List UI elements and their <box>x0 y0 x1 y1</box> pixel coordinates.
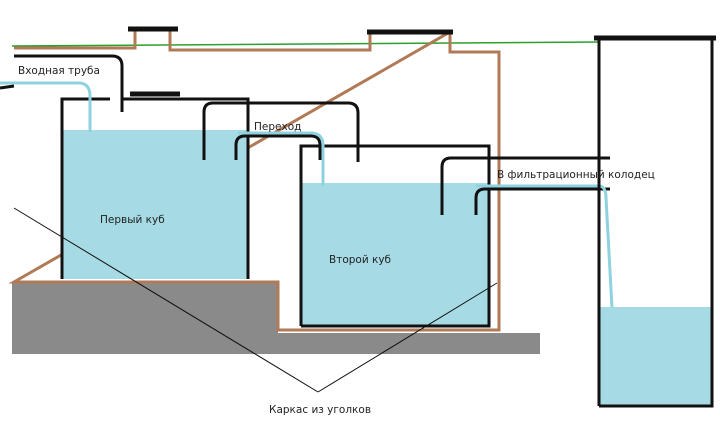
label-transition: Переход <box>254 121 301 133</box>
first-cube-walls <box>60 97 250 279</box>
inlet-pipe-lower <box>0 84 15 90</box>
label-frame: Каркас из уголков <box>269 404 371 416</box>
overflow-pipe <box>202 101 360 162</box>
label-inlet-pipe: Входная труба <box>18 65 100 77</box>
outlet-pipe-lower <box>474 187 610 215</box>
frame-leader-left <box>13 207 319 393</box>
second-cube-water <box>301 183 489 326</box>
filter-well-walls <box>597 38 714 408</box>
frame-leader-right <box>317 282 498 393</box>
overflow-water-stream <box>238 131 325 186</box>
ground-surface-line <box>11 41 601 47</box>
label-to-filter-well: В фильтрационный колодец <box>497 169 655 181</box>
overflow-pipe-inner <box>234 134 322 160</box>
inlet-water-stream <box>0 81 92 132</box>
concrete-base <box>12 282 540 354</box>
pit-outline <box>8 29 501 332</box>
filter-well-water <box>599 307 712 406</box>
inlet-pipe <box>14 54 124 112</box>
outlet-water-stream <box>476 184 614 309</box>
outlet-pipe-upper <box>440 156 610 215</box>
label-first-cube: Первый куб <box>100 214 165 226</box>
first-cube-water <box>62 130 248 279</box>
label-second-cube: Второй куб <box>329 254 391 266</box>
